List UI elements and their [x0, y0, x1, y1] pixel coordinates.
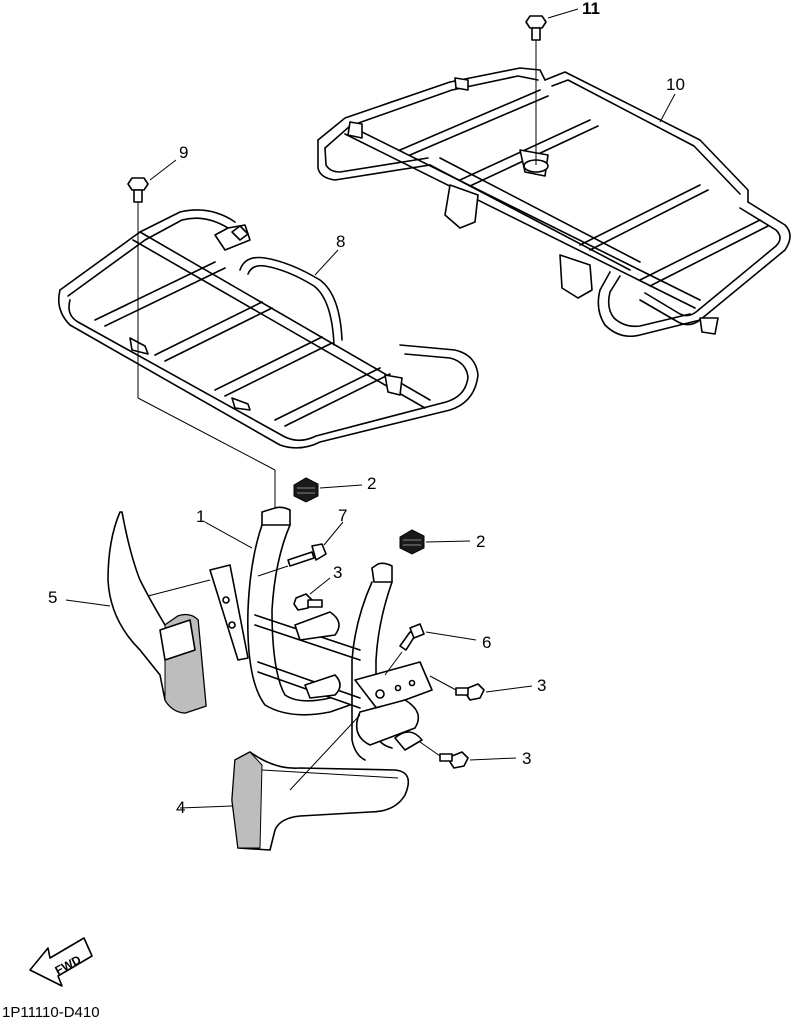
- bolt-9: [127, 159, 276, 515]
- callout-2-lower: 2: [476, 532, 485, 551]
- callout-9: 9: [179, 143, 188, 162]
- front-guard: [209, 506, 433, 761]
- grommet-2-lower: [399, 529, 471, 555]
- bolt-3-bottom: [419, 741, 517, 769]
- callout-8: 8: [336, 232, 345, 251]
- bolt-3-top: [293, 577, 331, 611]
- screw-5: [384, 623, 477, 676]
- callout-7: 7: [338, 506, 347, 525]
- callout-3-middle: 3: [537, 676, 546, 695]
- lower-guard-4: [179, 714, 410, 851]
- callout-3-bottom: 3: [522, 749, 531, 768]
- callout-3-top: 3: [333, 563, 342, 582]
- callout-11: 11: [582, 0, 600, 18]
- callout-5: 6: [482, 633, 491, 652]
- callout-6: 5: [48, 588, 57, 607]
- callout-10: 10: [666, 75, 685, 94]
- fwd-arrow-icon: FWD: [29, 937, 93, 987]
- bolt-11: [525, 8, 579, 165]
- drawing-code: 1P11110-D410: [2, 1004, 100, 1019]
- callout-4: 4: [176, 798, 185, 817]
- rear-carrier: [317, 67, 791, 338]
- callout-1: 1: [196, 507, 205, 526]
- screw-7: [257, 521, 344, 577]
- grommet-2-upper: [293, 477, 363, 503]
- front-carrier: [57, 209, 479, 449]
- callout-2-upper: 2: [367, 474, 376, 493]
- side-cover-6: [65, 511, 211, 714]
- bolt-3-middle: [429, 675, 533, 701]
